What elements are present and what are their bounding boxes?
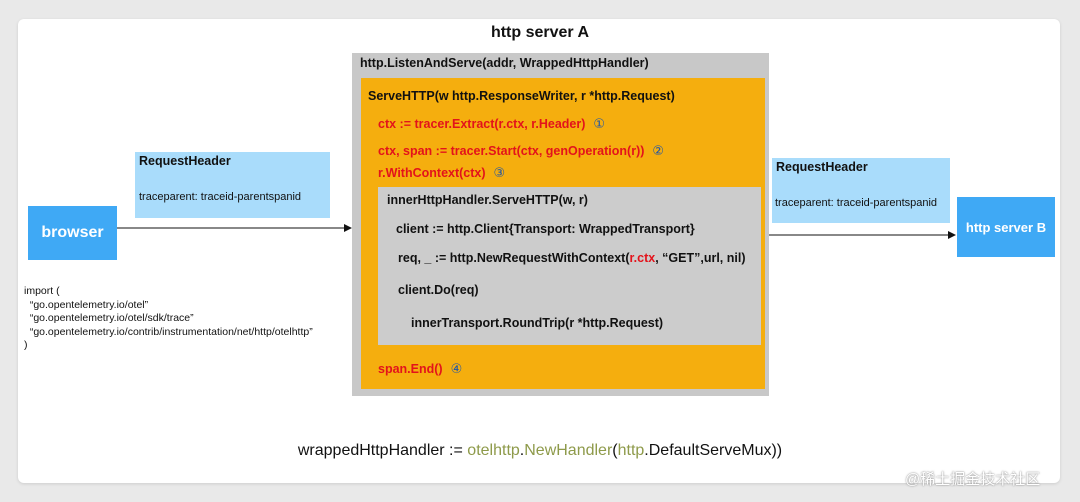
request-header-left-value: traceparent: traceid-parentspanid [139,191,302,203]
inner-handler-box [378,187,761,345]
code-part-newhandler: NewHandler [524,442,613,459]
code-part-mux: .DefaultServeMux)) [644,442,783,459]
step-with-context-text: r.WithContext(ctx) [378,166,486,180]
span-end: span.End() ④ [378,361,462,377]
watermark: @稀土掘金技术社区 [905,471,1041,488]
step-marker-3: ③ [493,165,506,180]
step-start: ctx, span := tracer.Start(ctx, genOperat… [378,143,664,159]
request-header-left-box [135,152,330,218]
round-trip-line: innerTransport.RoundTrip(r *http.Request… [411,316,664,330]
code-part-paren: ( [612,442,618,459]
import-block: import ( “go.opentelemetry.io/otel” “go.… [24,285,313,351]
span-end-text: span.End() [378,362,443,376]
step-marker-4: ④ [450,361,463,376]
step-extract-text: ctx := tracer.Extract(r.ctx, r.Header) [378,117,586,131]
listen-and-serve-label: http.ListenAndServe(addr, WrappedHttpHan… [360,56,649,70]
new-request-prefix: req, _ := http.NewRequestWithContext( [398,251,630,265]
new-request-ctx: r.ctx [629,251,656,265]
code-part-http: http [617,442,645,459]
request-header-right-title: RequestHeader [776,160,868,174]
code-part-dot: . [519,442,525,459]
server-a-title: http server A [490,24,590,41]
code-part-assign: wrappedHttpHandler := [297,442,468,459]
request-header-left-title: RequestHeader [139,154,231,168]
step-marker-2: ② [652,143,665,158]
new-request-suffix: , “GET”,url, nil) [655,251,746,265]
client-do-line: client.Do(req) [398,283,479,297]
browser-node: browser [28,206,117,260]
step-marker-1: ① [593,116,606,131]
serve-http-label: ServeHTTP(w http.ResponseWriter, r *http… [368,89,675,103]
wrapped-handler-code: wrappedHttpHandler := otelhttp.NewHandle… [0,442,1080,460]
step-start-text: ctx, span := tracer.Start(ctx, genOperat… [378,144,645,158]
new-request-line: req, _ := http.NewRequestWithContext(r.c… [398,251,746,265]
server-b-node: http server B [957,197,1055,257]
step-extract: ctx := tracer.Extract(r.ctx, r.Header) ① [378,116,605,132]
request-header-right-value: traceparent: traceid-parentspanid [775,197,938,209]
client-line: client := http.Client{Transport: Wrapped… [396,222,695,236]
code-part-otelhttp: otelhttp [467,442,520,459]
request-header-right-box [772,158,950,223]
inner-handler-call: innerHttpHandler.ServeHTTP(w, r) [387,193,588,207]
step-with-context: r.WithContext(ctx) ③ [378,165,505,181]
